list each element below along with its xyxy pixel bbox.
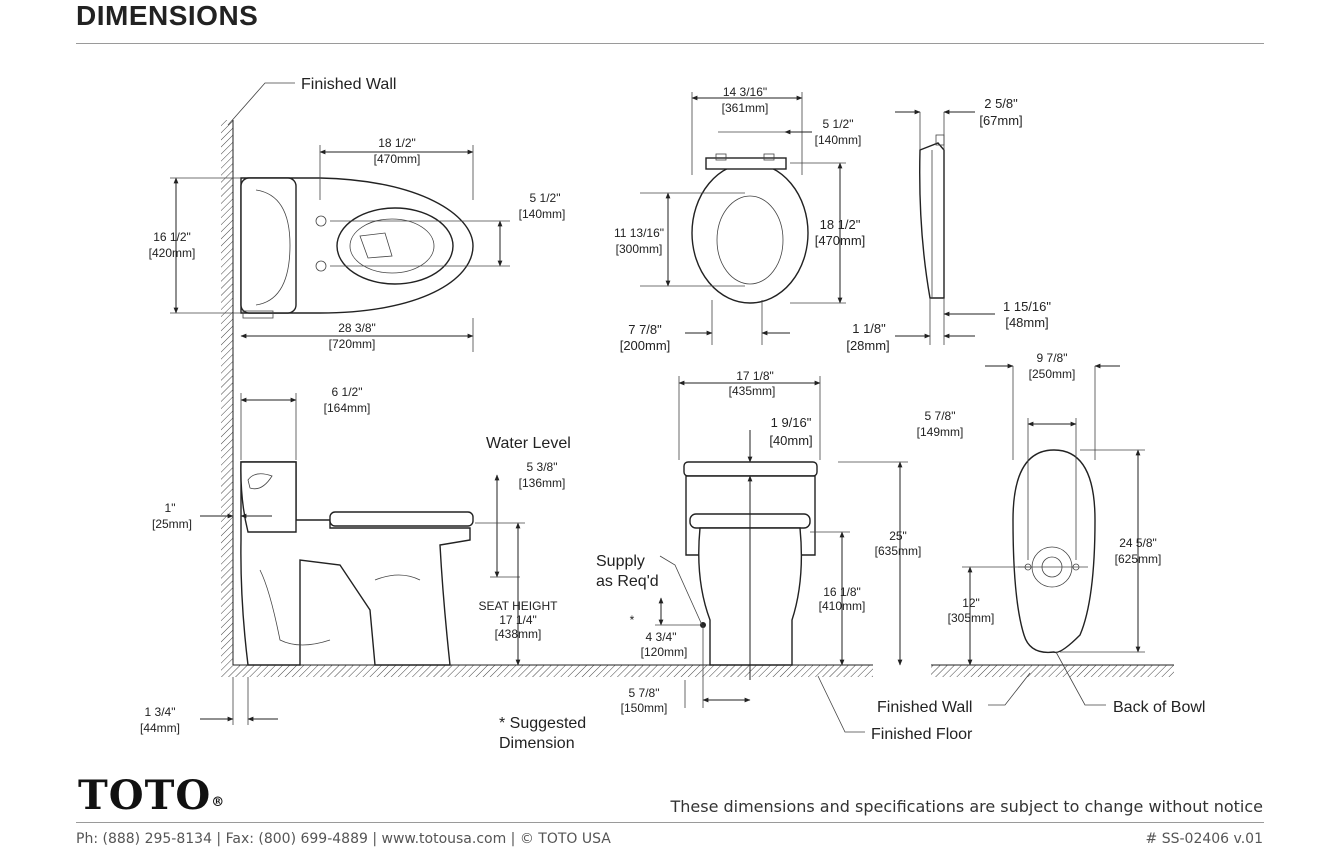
dim-top-depth: 16 1/2": [153, 230, 191, 244]
base-outline: [1012, 449, 1096, 654]
svg-text:[48mm]: [48mm]: [1005, 315, 1048, 330]
svg-text:[470mm]: [470mm]: [815, 233, 866, 248]
seat-height-title: SEAT HEIGHT: [479, 599, 559, 613]
dim-top-length: 28 3/8": [338, 321, 376, 335]
svg-text:[420mm]: [420mm]: [149, 246, 196, 260]
svg-text:[200mm]: [200mm]: [620, 338, 671, 353]
svg-text:[361mm]: [361mm]: [722, 101, 769, 115]
dim-wall-gap: 1": [165, 501, 176, 515]
svg-text:[438mm]: [438mm]: [495, 627, 542, 641]
dim-top-offset: 5 1/2": [530, 191, 561, 205]
dim-side-left: 1 1/8": [852, 321, 886, 336]
bowl-outline-top: [336, 207, 454, 285]
header-rule: [76, 43, 1264, 44]
dim-side-bottom: 1 15/16": [1003, 299, 1051, 314]
dim-front-rim: 16 1/8": [823, 585, 861, 599]
finished-wall-leader: [227, 82, 295, 126]
finished-wall-label-bottom: Finished Wall: [877, 699, 972, 716]
bolt-icon: [315, 215, 327, 227]
finished-wall-label-top: Finished Wall: [301, 76, 396, 93]
disclaimer-text: These dimensions and specifications are …: [670, 797, 1263, 816]
svg-text:[149mm]: [149mm]: [917, 425, 964, 439]
dim-top-width: 18 1/2": [378, 136, 416, 150]
dim-base-width: 9 7/8": [1037, 351, 1068, 365]
dim-seat-height: 17 1/4": [499, 613, 537, 627]
bolt-icon: [315, 260, 327, 272]
dim-seat-hinge: 5 1/2": [823, 117, 854, 131]
svg-text:[67mm]: [67mm]: [979, 113, 1022, 128]
dim-supply-height: 4 3/4": [646, 630, 677, 644]
svg-text:[140mm]: [140mm]: [815, 133, 862, 147]
svg-text:[305mm]: [305mm]: [948, 611, 995, 625]
svg-text:[250mm]: [250mm]: [1029, 367, 1076, 381]
tank-side: [240, 461, 297, 533]
dim-rough-in: 12": [962, 596, 980, 610]
suggested-label-1: * Suggested: [499, 715, 586, 732]
dimension-drawing: Finished Wall 18 1/2" [470mm] 16 1/2" [4…: [140, 76, 1205, 752]
seat-outline: [691, 162, 809, 304]
seat-side: [329, 511, 474, 527]
svg-text:[120mm]: [120mm]: [641, 645, 688, 659]
dim-supply-offset: 5 7/8": [629, 686, 660, 700]
dim-base-offset: 1 3/4": [145, 705, 176, 719]
water-level-label: Water Level: [486, 435, 571, 452]
dim-side-top: 2 5/8": [984, 96, 1018, 111]
front-tank-lid: [683, 461, 818, 477]
dim-seat-length: 18 1/2": [820, 217, 861, 232]
dim-base-inner: 5 7/8": [925, 409, 956, 423]
svg-text:[435mm]: [435mm]: [729, 384, 776, 398]
back-of-bowl-label: Back of Bowl: [1113, 699, 1205, 716]
flush-lever-icon: [247, 473, 273, 490]
svg-text:[136mm]: [136mm]: [519, 476, 566, 490]
svg-text:[150mm]: [150mm]: [621, 701, 668, 715]
svg-text:[44mm]: [44mm]: [140, 721, 180, 735]
svg-text:[410mm]: [410mm]: [819, 599, 866, 613]
base-floor-hatch: [931, 665, 1174, 677]
svg-text:[635mm]: [635mm]: [875, 544, 922, 558]
contact-info: Ph: (888) 295-8134 | Fax: (800) 699-4889…: [76, 831, 611, 847]
toto-logo: TOTO®: [78, 772, 226, 819]
dim-water-level: 5 3/8": [527, 460, 558, 474]
seat-side-view: [919, 134, 945, 299]
dim-tank-width: 6 1/2": [332, 385, 363, 399]
dim-front-height: 25": [889, 529, 907, 543]
top-view: [240, 177, 474, 319]
suggested-label-2: Dimension: [499, 735, 575, 752]
svg-text:[28mm]: [28mm]: [846, 338, 889, 353]
dim-seat-width: 14 3/16": [723, 85, 767, 99]
asterisk-mark: *: [630, 613, 635, 627]
page-title: DIMENSIONS: [76, 0, 259, 31]
supply-label-2: as Req'd: [596, 573, 659, 590]
supply-label-1: Supply: [596, 553, 645, 570]
dim-front-width: 17 1/8": [736, 369, 774, 383]
finished-floor-label: Finished Floor: [871, 726, 973, 743]
dim-seat-bottom: 7 7/8": [628, 322, 662, 337]
dim-front-top: 1 9/16": [771, 415, 812, 430]
base-view: [1012, 449, 1096, 654]
svg-text:[25mm]: [25mm]: [152, 517, 192, 531]
svg-text:[300mm]: [300mm]: [616, 242, 663, 256]
svg-text:[164mm]: [164mm]: [324, 401, 371, 415]
svg-text:[720mm]: [720mm]: [329, 337, 376, 351]
side-elevation: [240, 461, 474, 666]
seat-opening: [716, 195, 784, 285]
svg-text:[625mm]: [625mm]: [1115, 552, 1162, 566]
seat-view: [691, 153, 809, 304]
svg-text:[140mm]: [140mm]: [519, 207, 566, 221]
side-floor-hatch: [221, 665, 873, 677]
svg-text:[470mm]: [470mm]: [374, 152, 421, 166]
tank-lid: [240, 177, 297, 314]
finished-wall-hatch: [221, 120, 233, 665]
dim-seat-opening: 11 13/16": [614, 226, 664, 240]
document-number: # SS-02406 v.01: [1145, 831, 1263, 847]
dim-base-length: 24 5/8": [1119, 536, 1157, 550]
svg-text:[40mm]: [40mm]: [769, 433, 812, 448]
footer-rule: [76, 822, 1264, 823]
seat-hinge: [705, 157, 787, 170]
